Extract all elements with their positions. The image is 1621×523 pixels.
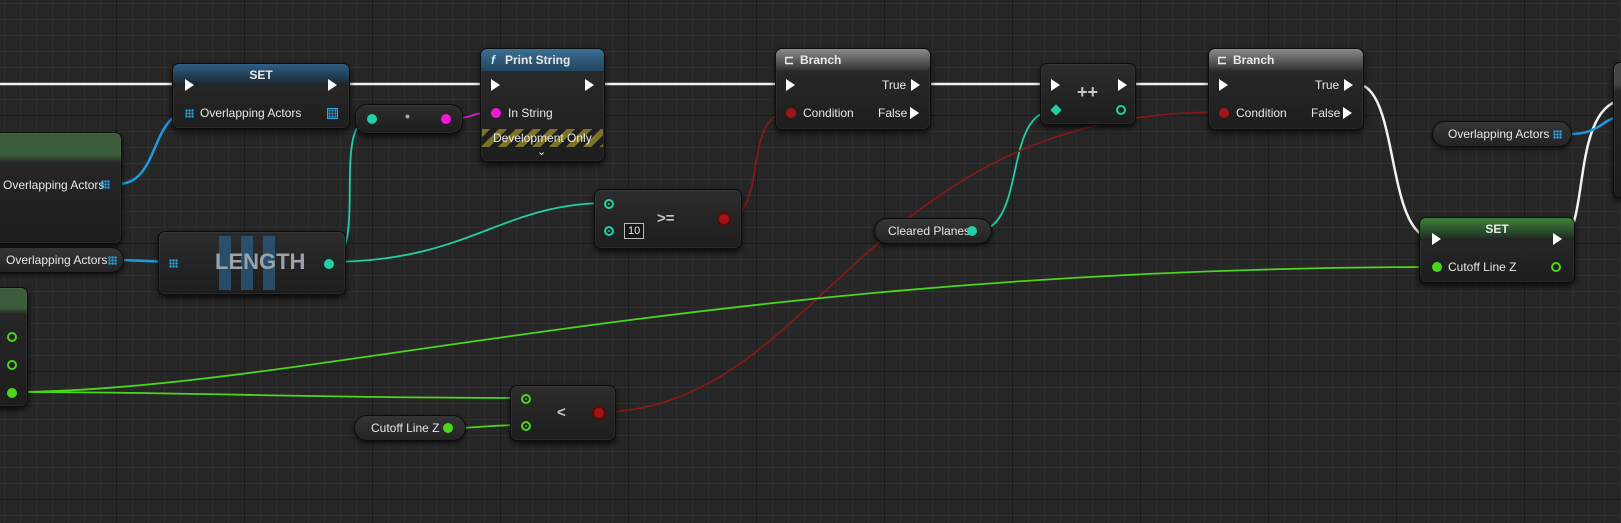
true-label: True [1315,78,1340,92]
string-pin-icon[interactable] [441,114,451,124]
node-header: ⊏ Branch [1209,49,1363,71]
set-overlapping-actors-node[interactable]: SET Overlapping Actors [172,63,350,129]
array-pin-icon[interactable] [185,109,194,118]
increment-operator: ++ [1077,82,1099,102]
bool-pin-icon[interactable] [1219,108,1229,118]
print-string-title: Print String [505,53,571,67]
exec-in-pin[interactable] [491,79,500,91]
node-header: SET [173,64,349,86]
exec-out-pin[interactable] [328,79,337,91]
int-pin-icon[interactable] [1050,104,1062,116]
array-out-pin-icon[interactable] [327,108,338,119]
exec-false-pin[interactable] [1343,107,1352,119]
int-pin-icon[interactable] [604,199,614,209]
int-wire [972,109,1057,233]
false-label: False [878,106,908,120]
cleared-planes-var[interactable]: Cleared Planes [874,218,992,244]
node-header: SET [1420,218,1574,240]
branch-icon: ⊏ [784,53,795,67]
function-icon: f [491,53,495,67]
array-pin-icon[interactable] [169,259,178,268]
array-pin-icon[interactable] [1553,130,1562,139]
overlapping-actors-label: Overlapping Actors [6,253,108,267]
bool-pin-icon[interactable] [719,214,729,224]
bool-pin-icon[interactable] [786,108,796,118]
float-wire [9,391,527,399]
overlapping-actors-var-right[interactable]: Overlapping Actors [1432,121,1572,147]
increment-node[interactable]: ++ [1040,63,1136,125]
greater-equal-operator: >= [657,210,675,227]
float-pin-icon[interactable] [1432,262,1442,272]
cleared-planes-label: Cleared Planes [888,224,971,238]
int-pin-icon[interactable] [967,226,977,236]
development-only-label: Development Only [493,131,592,145]
length-node[interactable]: LENGTH [158,231,346,295]
condition-pin-label: Condition [1236,106,1287,120]
float-pin-icon[interactable] [7,332,17,342]
float-pin-icon[interactable] [7,360,17,370]
int-wire [327,202,609,263]
overlapping-actors-pin-label: Overlapping Actors [3,178,105,192]
length-bars-decoration [219,236,283,290]
less-than-node[interactable]: < [510,385,616,441]
development-only-banner [482,129,603,147]
false-label: False [1311,106,1341,120]
float-out-pin-icon[interactable] [1551,262,1561,272]
float-wire [9,266,1436,393]
exec-true-pin[interactable] [1344,79,1353,91]
int-pin-icon[interactable] [367,114,377,124]
offscreen-node[interactable] [1613,62,1621,198]
int-to-string-node[interactable]: • [355,104,463,134]
branch-icon: ⊏ [1217,53,1228,67]
exec-out-pin[interactable] [585,79,594,91]
int-pin-icon[interactable] [604,226,614,236]
bool-pin-icon[interactable] [594,408,604,418]
less-than-operator: < [557,404,566,421]
condition-pin-label: Condition [803,106,854,120]
branch-node-2[interactable]: ⊏ Branch True Condition False [1208,48,1364,130]
exec-out-pin[interactable] [1553,233,1562,245]
exec-out-pin[interactable] [1118,79,1127,91]
cutoff-line-z-label: Cutoff Line Z [371,421,440,435]
exec-in-pin[interactable] [786,79,795,91]
conversion-dot-icon: • [405,108,410,124]
exec-in-pin[interactable] [1219,79,1228,91]
branch-title: Branch [800,53,842,67]
location-break-node[interactable] [0,287,28,407]
float-pin-icon[interactable] [443,423,453,433]
float-pin-icon[interactable] [7,388,17,398]
greater-equal-node[interactable]: 10 >= [594,189,742,249]
branch-node-1[interactable]: ⊏ Branch True Condition False [775,48,931,130]
float-pin-icon[interactable] [521,394,531,404]
exec-in-pin[interactable] [185,79,194,91]
true-label: True [882,78,907,92]
string-pin-icon[interactable] [491,108,501,118]
chevron-down-icon[interactable]: ⌄ [537,146,547,158]
overlapping-actors-var[interactable]: Overlapping Actors [0,247,124,273]
print-string-node[interactable]: f Print String In String Development Onl… [480,48,605,162]
int-pin-icon[interactable] [324,259,334,269]
exec-wire [1355,82,1434,240]
array-pin-icon[interactable] [101,180,110,189]
overlap-event-node[interactable]: Overlapping Actors [0,132,122,244]
exec-in-pin[interactable] [1432,233,1441,245]
bool-wire [597,111,1225,413]
int-out-pin-icon[interactable] [1116,105,1126,115]
length-title: LENGTH [215,249,306,274]
in-string-pin-label: In String [508,106,553,120]
compare-value-input[interactable]: 10 [624,223,645,239]
cutoff-line-z-var[interactable]: Cutoff Line Z [354,415,466,441]
float-pin-icon[interactable] [521,421,531,431]
branch-title: Branch [1233,53,1275,67]
set-cutoff-line-z-node[interactable]: SET Cutoff Line Z [1419,217,1575,283]
exec-true-pin[interactable] [911,79,920,91]
cutoff-line-z-pin-label: Cutoff Line Z [1448,260,1517,274]
overlapping-actors-pin-label: Overlapping Actors [200,106,302,120]
array-pin-icon[interactable] [108,256,117,265]
node-header: f Print String [481,49,604,71]
exec-in-pin[interactable] [1051,79,1060,91]
exec-false-pin[interactable] [910,107,919,119]
overlapping-actors-label: Overlapping Actors [1448,127,1550,141]
node-header: ⊏ Branch [776,49,930,71]
